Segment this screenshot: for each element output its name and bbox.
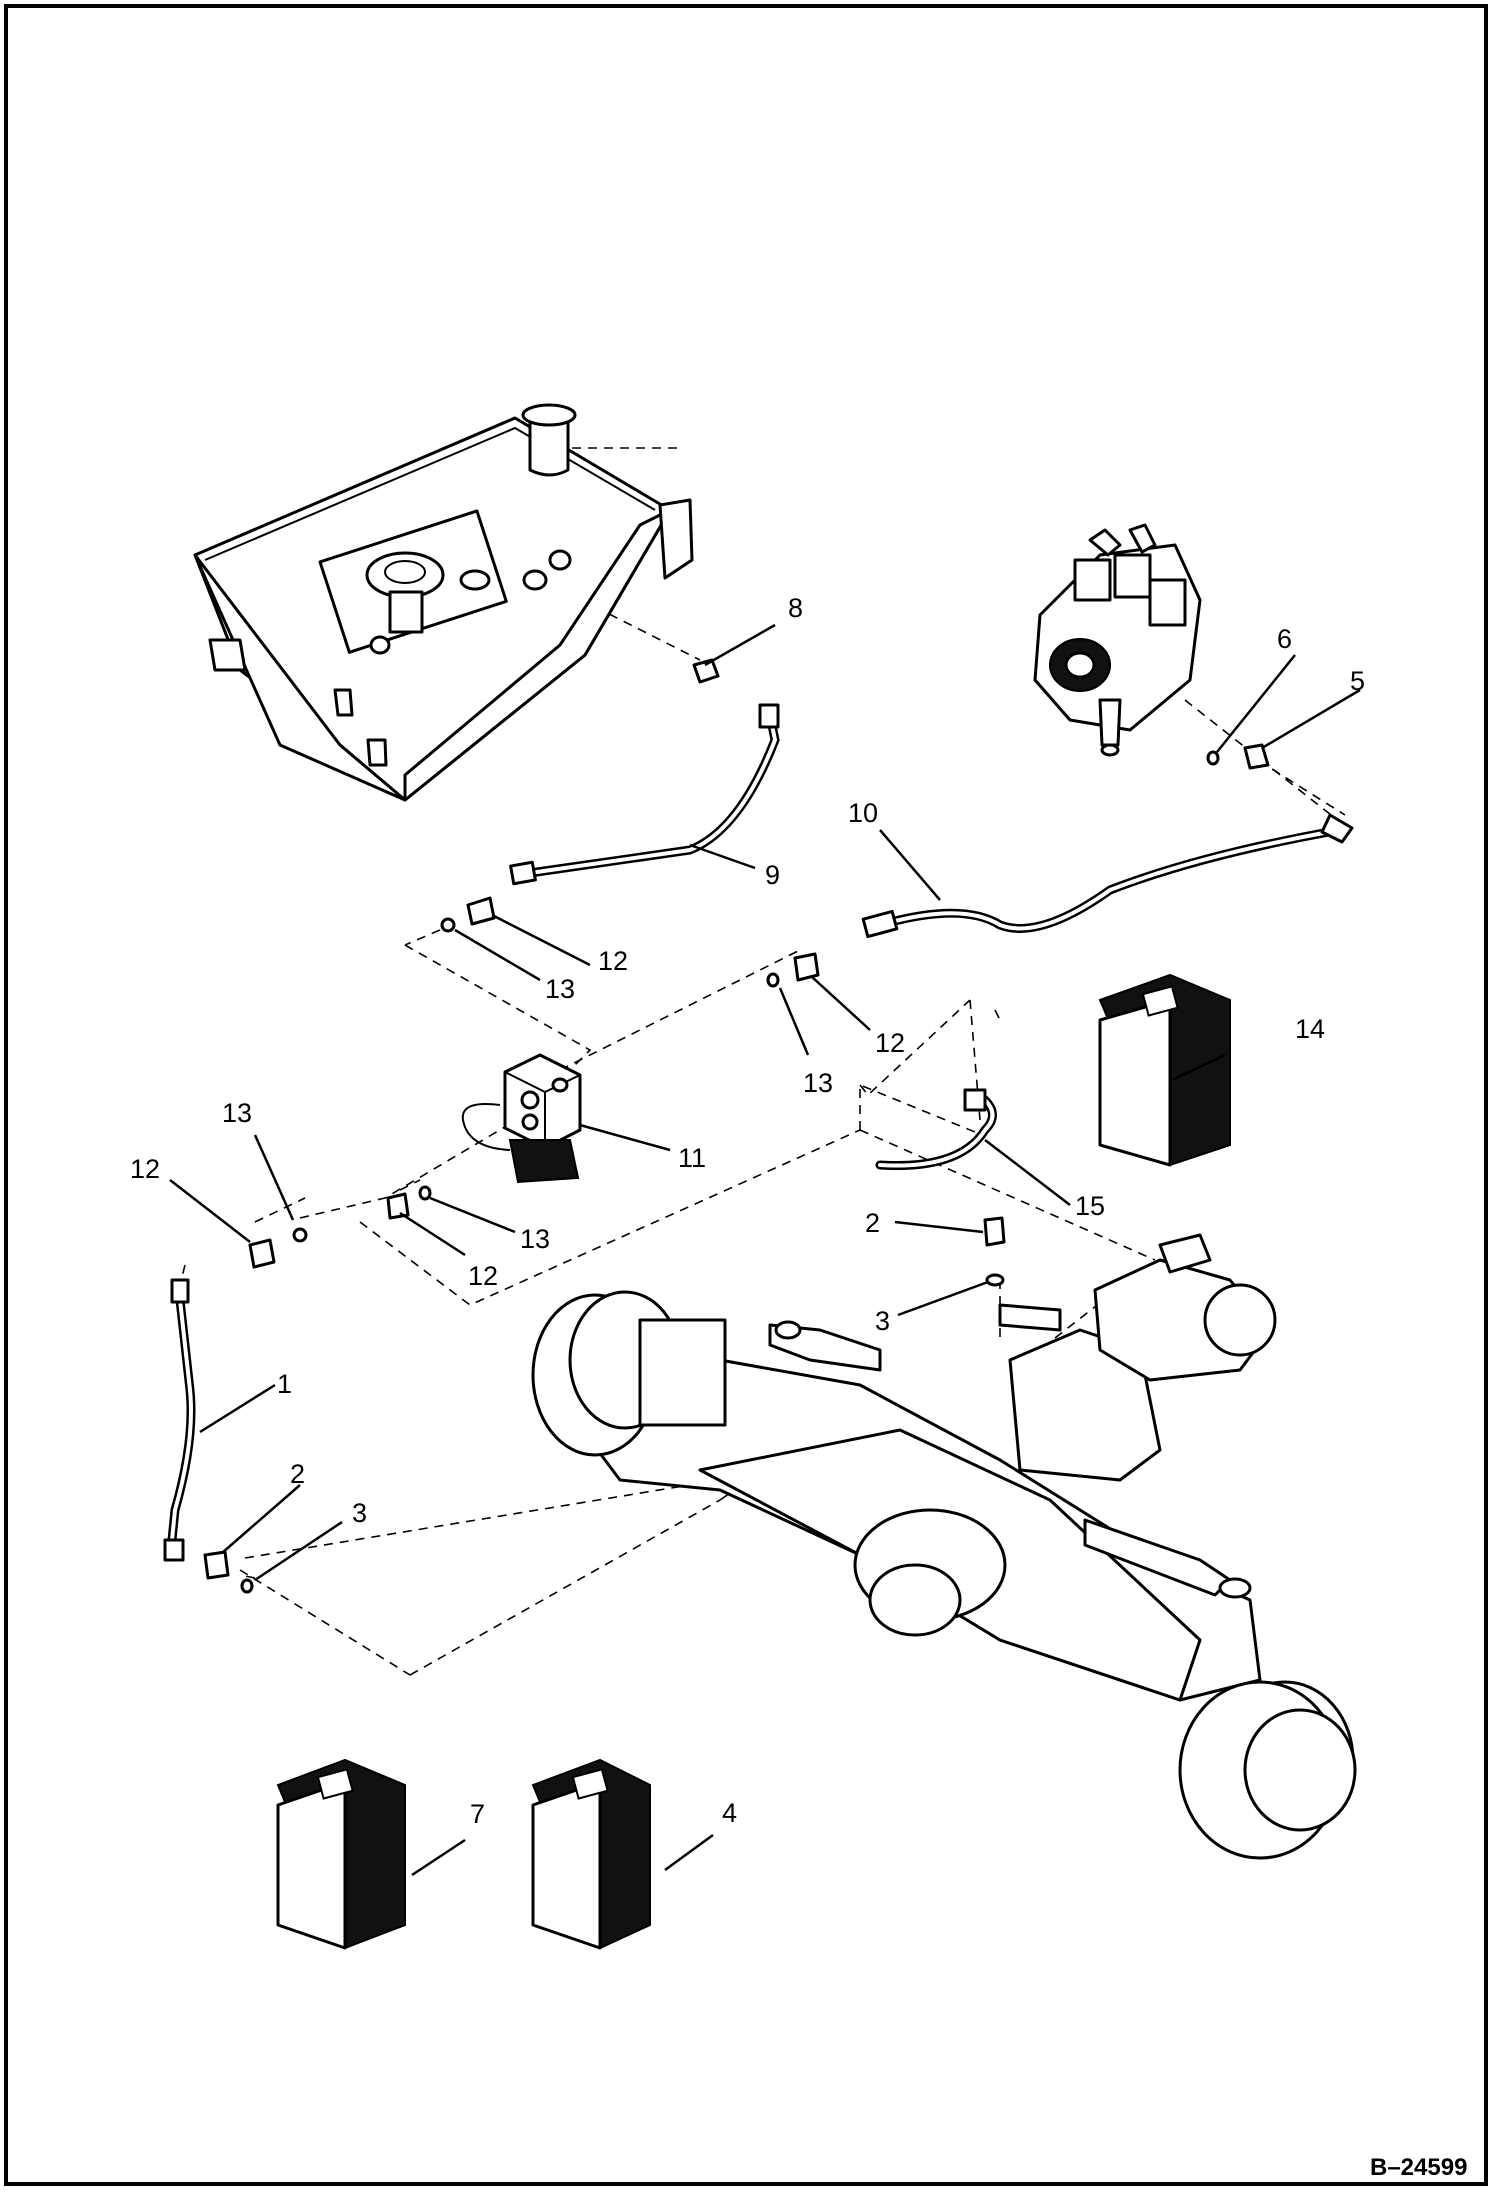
valve-block — [461, 1053, 582, 1184]
hose-1 — [163, 1278, 196, 1562]
callout-15: 15 — [1075, 1191, 1105, 1221]
callout-12-middle: 12 — [875, 1028, 905, 1058]
callout-1: 1 — [277, 1369, 292, 1399]
fluid-container-7 — [276, 1758, 406, 1950]
callout-11: 11 — [678, 1143, 706, 1173]
callout-4: 4 — [722, 1798, 737, 1828]
leader-lines — [169, 623, 1361, 1877]
callout-13-middle: 13 — [803, 1068, 833, 1098]
fluid-container-4 — [531, 1758, 651, 1950]
document-number: B–24599 — [1370, 2154, 1467, 2181]
callout-10: 10 — [848, 798, 878, 828]
callout-12-lower-left: 12 — [130, 1154, 160, 1184]
callout-3-lower-left: 3 — [352, 1498, 367, 1528]
callout-3-axle: 3 — [875, 1306, 890, 1336]
callout-14: 14 — [1295, 1014, 1325, 1044]
callout-12-near-valve: 12 — [468, 1261, 498, 1291]
hose-10 — [861, 813, 1354, 939]
callout-2-axle: 2 — [865, 1208, 880, 1238]
callout-2-lower-left: 2 — [290, 1459, 305, 1489]
callout-12-upper-left: 12 — [598, 946, 628, 976]
callout-5: 5 — [1350, 666, 1365, 696]
hydrostatic-pump — [1033, 523, 1202, 757]
callout-13-upper-left: 13 — [545, 974, 575, 1004]
hose-9 — [509, 703, 780, 886]
callout-labels: 8 6 5 10 9 12 13 12 13 14 11 15 2 3 12 1… — [130, 593, 1365, 1829]
callout-6: 6 — [1277, 624, 1292, 654]
hydraulic-tank — [193, 403, 694, 802]
callout-13-lower-left: 13 — [222, 1098, 252, 1128]
fluid-container-14 — [1098, 973, 1231, 1167]
callout-7: 7 — [470, 1799, 485, 1829]
drive-axle-assembly — [531, 1233, 1357, 1860]
callout-13-near-valve: 13 — [520, 1224, 550, 1254]
callout-8: 8 — [788, 593, 803, 623]
fittings — [203, 658, 1270, 1594]
callout-9: 9 — [765, 860, 780, 890]
hose-15 — [875, 1088, 997, 1171]
